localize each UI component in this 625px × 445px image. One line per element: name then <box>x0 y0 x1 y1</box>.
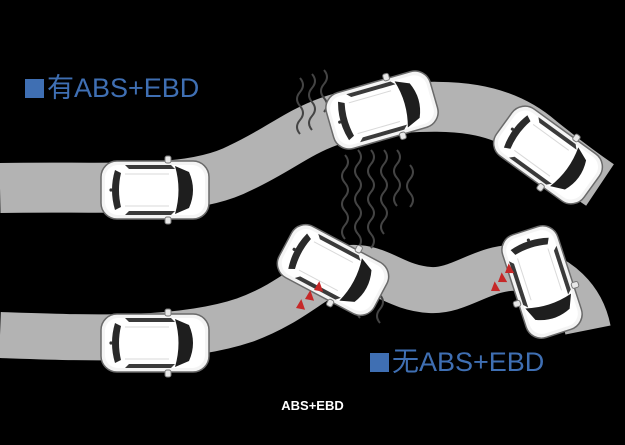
legend-square-icon <box>25 79 44 98</box>
caption: ABS+EBD <box>281 398 344 413</box>
car-top-view-icon <box>100 155 210 225</box>
legend-square-icon <box>370 353 389 372</box>
car-top-view-icon <box>100 308 210 378</box>
legend-without-abs-label: 无ABS+EBD <box>392 347 545 377</box>
legend-without-abs: 无ABS+EBD <box>370 349 544 376</box>
legend-with-abs: 有ABS+EBD <box>25 75 199 102</box>
legend-with-abs-label: 有ABS+EBD <box>47 73 200 103</box>
car-top-view-icon <box>319 61 445 159</box>
